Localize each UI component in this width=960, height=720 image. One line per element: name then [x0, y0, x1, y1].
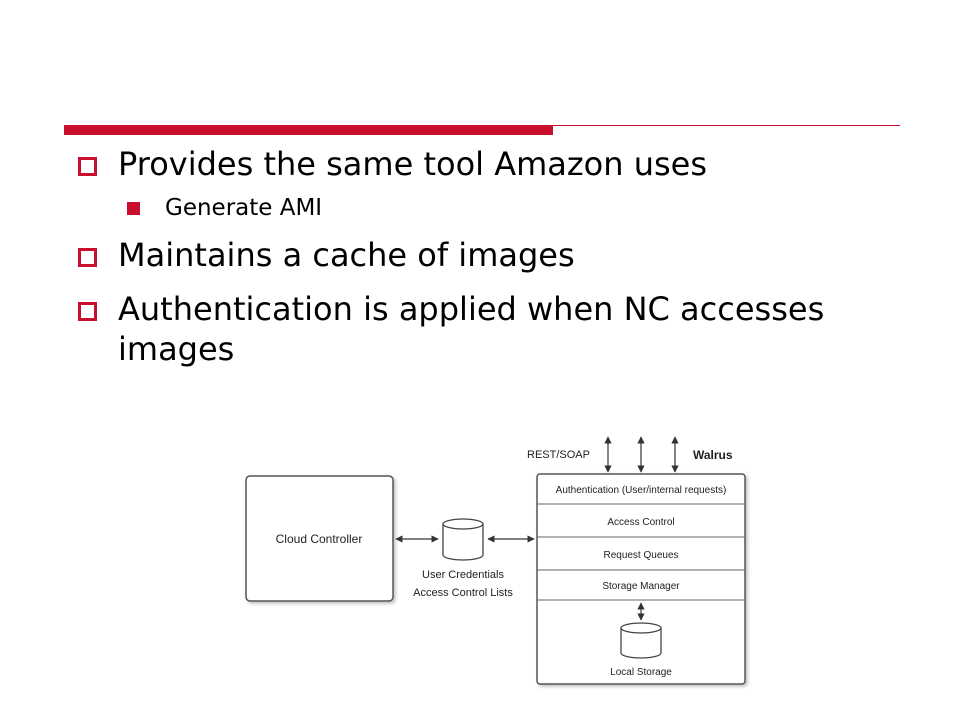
layer-storage-manager: Storage Manager [602, 581, 680, 592]
walrus-box [536, 473, 746, 685]
bullet-text: Authentication is applied when NC access… [118, 290, 825, 368]
title-accent-bar [64, 125, 553, 135]
layer-request-queues: Request Queues [603, 550, 678, 561]
hollow-square-bullet-icon [78, 157, 97, 176]
bullet-text: Maintains a cache of images [118, 236, 575, 274]
layer-authentication: Authentication (User/internal requests) [556, 485, 727, 496]
sub-bullet-text: Generate AMI [165, 195, 323, 221]
bullet-item: Authentication is applied when NC access… [75, 289, 915, 369]
rest-soap-label: REST/SOAP [527, 449, 590, 461]
credentials-label: User Credentials [422, 569, 504, 581]
credentials-database-icon [442, 518, 484, 561]
acl-label: Access Control Lists [413, 587, 513, 599]
bullet-list: Provides the same tool Amazon uses Gener… [75, 144, 915, 369]
layer-access-control: Access Control [607, 517, 674, 528]
hollow-square-bullet-icon [78, 302, 97, 321]
walrus-label: Walrus [693, 448, 733, 462]
cloud-controller-box [245, 475, 394, 602]
filled-square-bullet-icon [127, 202, 140, 215]
hollow-square-bullet-icon [78, 248, 97, 267]
sub-bullet-item: Generate AMI [75, 193, 915, 223]
bullet-item: Maintains a cache of images [75, 235, 915, 275]
local-storage-label: Local Storage [610, 667, 672, 678]
bullet-text: Provides the same tool Amazon uses [118, 145, 708, 183]
bullet-item: Provides the same tool Amazon uses [75, 144, 915, 184]
title-rule [553, 125, 900, 126]
local-storage-database-icon [620, 622, 662, 659]
cloud-controller-label: Cloud Controller [276, 532, 363, 546]
